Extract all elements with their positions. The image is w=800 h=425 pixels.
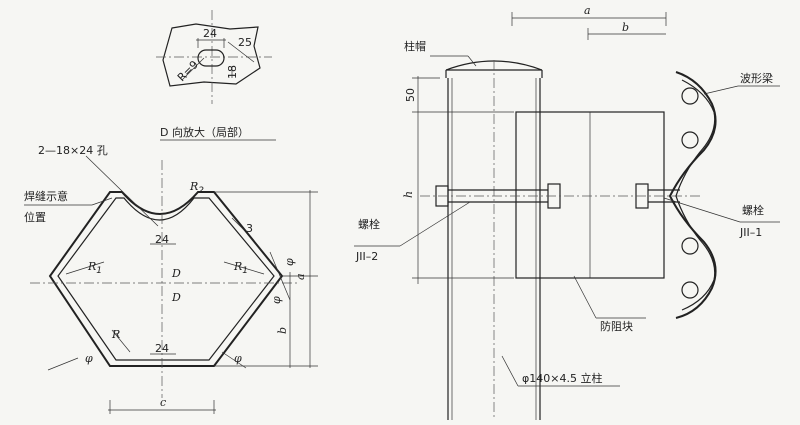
section-inner-profile — [57, 197, 275, 361]
bolt-right-line1: 螺栓 — [742, 203, 764, 217]
r1-left-leader — [65, 261, 105, 275]
leader-r9 — [181, 57, 205, 81]
d-upper-label: D — [171, 267, 181, 280]
r1-right-label: R1 — [233, 260, 248, 276]
r1-right-leader — [223, 261, 265, 275]
beam-leader — [703, 85, 739, 95]
dim-r9-text: R=9 — [175, 58, 201, 84]
beam-bolt-1 — [681, 87, 699, 105]
leader-weld-pointer — [91, 197, 113, 206]
bolt-right-line2: JII–1 — [739, 226, 762, 239]
dim-25-text: 25 — [238, 36, 252, 49]
dim-b-top-text: b — [622, 21, 629, 34]
phi-leader-right — [269, 251, 291, 301]
beam-bolt-4 — [681, 281, 699, 299]
cap-leader — [467, 55, 477, 67]
weld-note-line2: 位置 — [24, 210, 46, 224]
r-bottom-leader — [111, 329, 131, 353]
leader-25 — [227, 41, 255, 63]
hole-detail — [156, 10, 272, 104]
section-outer-profile — [48, 191, 284, 367]
hole-note-text: 2—18×24 孔 — [38, 144, 108, 157]
dim-18-text: 18 — [226, 65, 239, 79]
dim-a-top-text: a — [584, 4, 591, 17]
post-label: φ140×4.5 立柱 — [522, 371, 602, 385]
dim-3-text: 3 — [246, 222, 253, 235]
section-view — [24, 155, 318, 414]
w-beam-outer — [668, 71, 717, 319]
block-leader — [573, 275, 597, 319]
phi-right-label: φ — [234, 352, 242, 365]
beam-label: 波形梁 — [740, 71, 773, 85]
w-beam-inner — [675, 79, 716, 311]
dim-24-mid-text: 24 — [155, 233, 169, 246]
d-view-title: D 向放大（局部） — [160, 125, 249, 139]
dim-24-bottom-text: 24 — [155, 342, 169, 355]
r-bottom-label: R — [111, 328, 120, 341]
r1-left-label: R1 — [87, 260, 102, 276]
leader-hole-note — [85, 155, 159, 227]
weld-mark-right — [221, 351, 247, 369]
beam-bolt-2 — [681, 131, 699, 149]
bolt-jii1-leader — [663, 197, 741, 223]
dim-3-leader — [231, 217, 245, 231]
phi-r1-label: φ — [283, 258, 296, 266]
d-lower-label: D — [171, 291, 181, 304]
dim-50-text: 50 — [404, 88, 417, 102]
r2-label: R2 — [189, 180, 204, 196]
dim-b-left-text: b — [276, 327, 289, 334]
dim-c-text: c — [160, 396, 166, 409]
post-leader — [501, 355, 519, 387]
phi-left-label: φ — [85, 352, 93, 365]
bolt-left-line2: JII–2 — [355, 250, 378, 263]
block-label: 防阻块 — [600, 319, 633, 333]
weld-note-line1: 焊缝示意 — [24, 189, 68, 203]
cap-label: 柱帽 — [404, 39, 426, 53]
dim-a-left-text: a — [294, 273, 307, 280]
slotted-hole — [197, 49, 225, 67]
bolt-jii2-leader — [399, 201, 471, 247]
dim-h-text: h — [402, 191, 415, 198]
dim-24-top-text: 24 — [203, 27, 217, 40]
bolt-left-line1: 螺栓 — [358, 217, 380, 231]
beam-bolt-3 — [681, 237, 699, 255]
weld-mark-left — [47, 357, 79, 371]
phi-r2-label: φ — [270, 296, 283, 304]
plate-fragment-outline — [162, 23, 261, 87]
elevation-view — [354, 12, 780, 420]
